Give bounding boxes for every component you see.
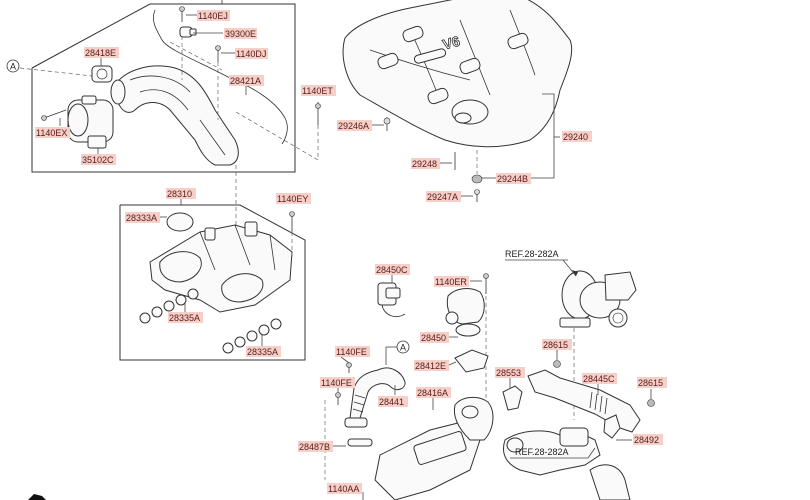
intake-manifold-box — [31, 3, 296, 173]
label-29244b[interactable]: 29244B — [497, 174, 528, 184]
turbo-group — [502, 259, 655, 500]
gasket-28333a — [166, 212, 194, 232]
lower-intake-manifold-28310 — [149, 221, 293, 313]
callout-a-text: A — [10, 62, 16, 72]
egr-cooler-28416a — [374, 397, 494, 500]
gasket-28553 — [502, 385, 523, 411]
solenoid-valve-28450c — [377, 282, 406, 317]
label-1140ex[interactable]: 1140EX — [36, 128, 67, 138]
bolt-1140ex — [43, 109, 67, 119]
nut-28615-2 — [647, 399, 655, 407]
label-28412e[interactable]: 28412E — [415, 361, 446, 371]
engine-cover-group: V6 — [315, 0, 573, 202]
label-28441[interactable]: 28441 — [379, 397, 404, 407]
lower-manifold-box — [119, 204, 306, 361]
callout-a-text-2: A — [400, 343, 406, 353]
sensor-39300e — [179, 26, 197, 38]
label-28615-1[interactable]: 28615 — [543, 340, 568, 350]
leader-lines — [59, 14, 652, 447]
label-1140ej[interactable]: 1140EJ — [198, 11, 228, 21]
gasket-28487b — [347, 438, 373, 447]
label-28487b[interactable]: 28487B — [299, 442, 330, 452]
label-28615-2[interactable]: 28615 — [638, 378, 663, 388]
label-29247a[interactable]: 29247A — [427, 192, 458, 202]
egr-valve-28450 — [445, 288, 485, 337]
lower-manifold-group — [119, 198, 306, 361]
gasket-28412e — [454, 349, 489, 373]
intake-manifold-group: A — [6, 0, 319, 240]
bolt-29247a — [474, 189, 480, 202]
turbocharger — [559, 270, 637, 328]
label-1140et[interactable]: 1140ET — [302, 86, 333, 96]
label-1140dj[interactable]: 1140DJ — [236, 49, 266, 59]
label-28418e[interactable]: 28418E — [85, 48, 116, 58]
gasket-28335a-2 — [222, 318, 282, 354]
label-28333a[interactable]: 28333A — [126, 213, 157, 223]
label-39300e[interactable]: 39300E — [225, 29, 256, 39]
label-1140fe-1[interactable]: 1140FE — [336, 347, 367, 357]
label-28310[interactable]: 28310 — [167, 189, 192, 199]
intake-manifold — [110, 65, 239, 166]
egr-pipe-28441 — [344, 367, 406, 428]
label-1140fe-2[interactable]: 1140FE — [321, 378, 352, 388]
label-28416a[interactable]: 28416A — [417, 388, 448, 398]
label-1140ey[interactable]: 1140EY — [277, 194, 308, 204]
gasket-28492 — [603, 414, 621, 439]
exhaust-manifold — [503, 427, 631, 500]
nut-28615-1 — [553, 360, 561, 368]
label-28450[interactable]: 28450 — [421, 333, 446, 343]
engine-badge: V6 — [441, 33, 462, 53]
throttle-body — [67, 95, 114, 149]
label-28335a-1[interactable]: 28335A — [169, 313, 200, 323]
label-28445c[interactable]: 28445C — [583, 374, 615, 384]
part-labels: 1140EJ 39300E 1140DJ 28418E 28421A 1140E… — [35, 10, 667, 494]
label-28492[interactable]: 28492 — [634, 435, 659, 445]
gasket-28418e — [91, 65, 113, 83]
gasket-28335a-1 — [139, 288, 199, 324]
label-1140aa[interactable]: 1140AA — [328, 484, 359, 494]
corner-mark-icon — [28, 494, 46, 500]
egr-group: A — [324, 273, 494, 500]
insulator-29244b — [471, 150, 483, 184]
reference-turbo-bottom[interactable]: REF.28-282A — [515, 447, 569, 457]
callout-a-circle — [6, 59, 20, 73]
label-28335a-2[interactable]: 28335A — [247, 347, 278, 357]
label-28421a[interactable]: 28421A — [230, 76, 261, 86]
grommet-29246a — [383, 117, 391, 131]
label-1140er[interactable]: 1140ER — [435, 277, 467, 287]
label-28450c[interactable]: 28450C — [376, 265, 408, 275]
label-35102c[interactable]: 35102C — [82, 155, 114, 165]
reference-turbo-top[interactable]: REF.28-282A — [505, 249, 559, 259]
label-28553[interactable]: 28553 — [496, 368, 521, 378]
label-29246a[interactable]: 29246A — [338, 121, 369, 131]
label-29248[interactable]: 29248 — [412, 159, 437, 169]
label-29240[interactable]: 29240 — [563, 132, 588, 142]
